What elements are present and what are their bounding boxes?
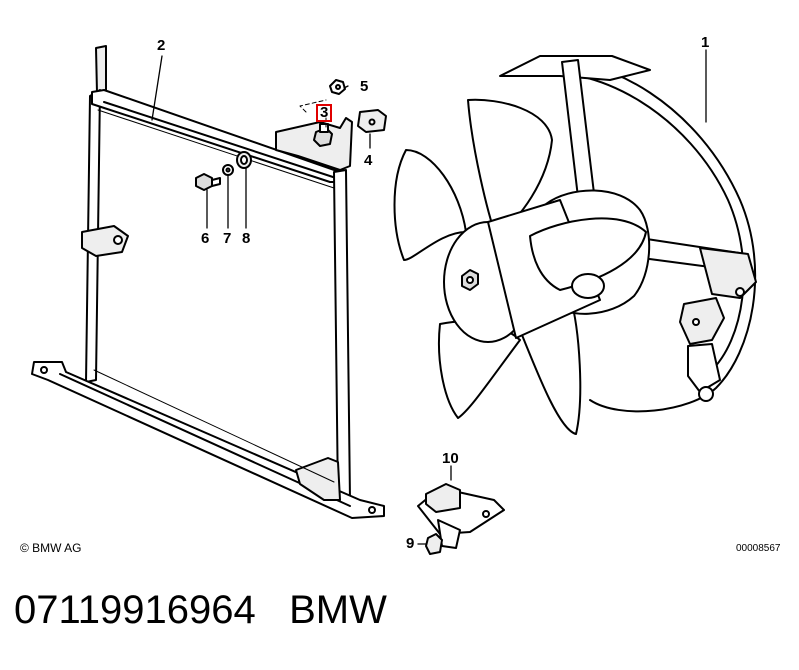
callout-7: 7 <box>223 230 232 247</box>
condenser-frame <box>31 45 385 519</box>
callout-4: 4 <box>364 152 373 169</box>
copyright-notice: © BMW AG <box>20 541 82 555</box>
callout-2: 2 <box>157 37 166 54</box>
fan-shroud <box>499 55 757 413</box>
callout-1: 1 <box>701 34 710 51</box>
part-caption: 07119916964 BMW <box>14 588 387 633</box>
callout-3-highlighted: 3 <box>316 104 333 122</box>
callout-9: 9 <box>406 535 415 552</box>
callout-10: 10 <box>442 450 459 467</box>
callout-6: 6 <box>201 230 210 247</box>
hardware-parts <box>195 79 387 191</box>
part-number: 07119916964 <box>14 588 256 632</box>
callout-leaders <box>151 49 707 545</box>
fan-assembly <box>393 98 651 435</box>
mount-bracket <box>417 483 505 555</box>
brand-name: BMW <box>289 588 387 632</box>
diagram-number: 00008567 <box>736 543 781 554</box>
callout-5: 5 <box>360 78 369 95</box>
callout-8: 8 <box>242 230 251 247</box>
